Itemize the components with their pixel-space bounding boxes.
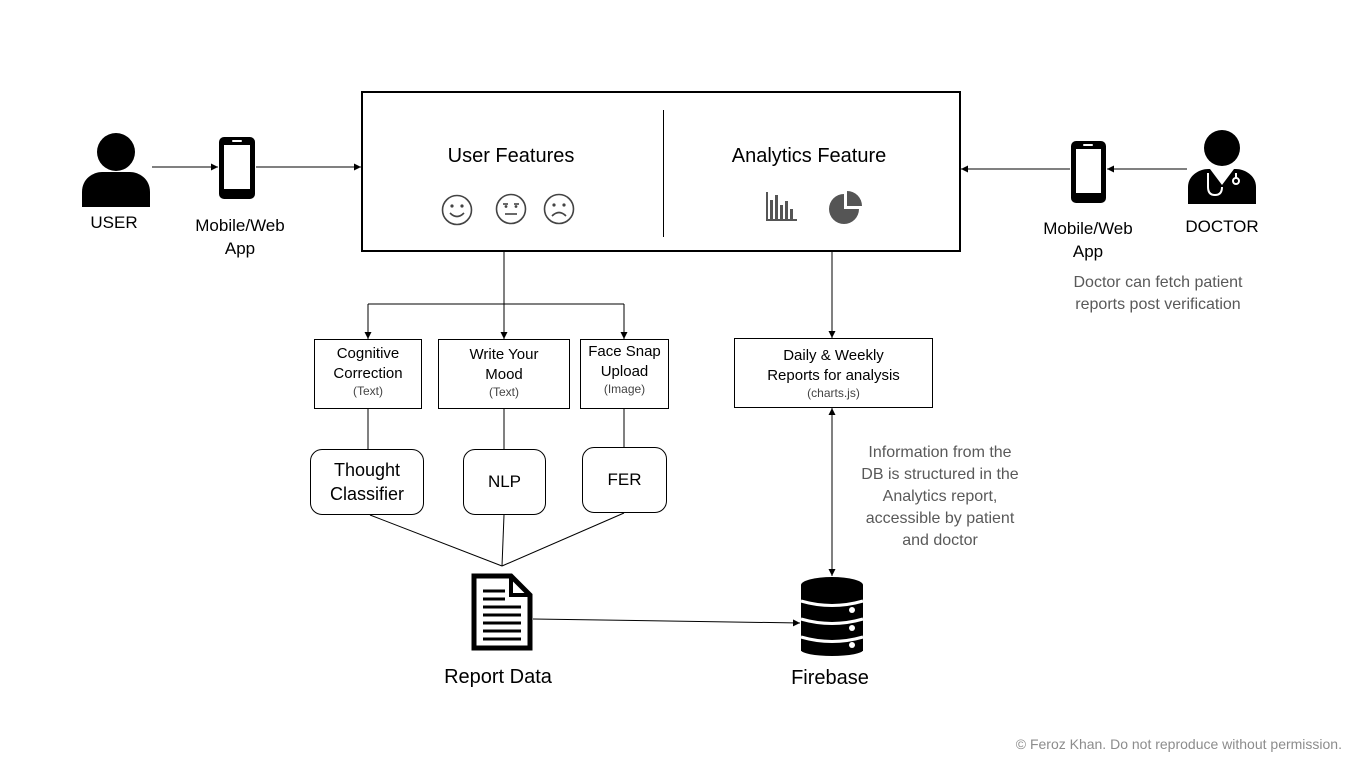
reports-box: Daily & Weekly Reports for analysis (cha… bbox=[734, 338, 933, 408]
happy-face-icon bbox=[441, 194, 473, 226]
database-icon bbox=[800, 577, 864, 656]
doctor-note: Doctor can fetch patient reports post ve… bbox=[1073, 274, 1243, 313]
feature-box-face-snap-upload: Face Snap Upload (Image) bbox=[580, 339, 669, 409]
user-icon bbox=[82, 133, 150, 207]
bar-chart-icon bbox=[766, 192, 797, 221]
sad-face-icon bbox=[543, 193, 575, 225]
model-box-nlp: NLP bbox=[463, 449, 546, 515]
document-icon bbox=[471, 573, 533, 651]
doctor-mobile-phone-icon bbox=[1071, 141, 1106, 203]
doctor-label: DOCTOR bbox=[1185, 217, 1259, 236]
analytics-feature-title: Analytics Feature bbox=[731, 145, 887, 167]
feature-box-write-your-mood: Write Your Mood (Text) bbox=[438, 339, 570, 409]
panel-divider bbox=[663, 110, 664, 237]
copyright-notice: © Feroz Khan. Do not reproduce without p… bbox=[1015, 736, 1342, 752]
report-data-label: Report Data bbox=[444, 666, 552, 688]
user-features-title: User Features bbox=[447, 145, 575, 167]
user-label: USER bbox=[90, 213, 138, 232]
features-panel bbox=[361, 91, 961, 252]
pie-chart-icon bbox=[829, 191, 862, 224]
info-note: Information from the DB is structured in… bbox=[861, 444, 1019, 549]
model-box-fer: FER bbox=[582, 447, 667, 513]
feature-box-cognitive-correction: Cognitive Correction (Text) bbox=[314, 339, 422, 409]
doctor-icon bbox=[1188, 130, 1256, 204]
firebase-label: Firebase bbox=[791, 667, 869, 689]
user-app-label: Mobile/Web App bbox=[195, 216, 285, 258]
doctor-app-label: Mobile/Web App bbox=[1043, 219, 1133, 261]
mobile-phone-icon bbox=[219, 137, 255, 199]
neutral-face-icon bbox=[495, 193, 527, 225]
